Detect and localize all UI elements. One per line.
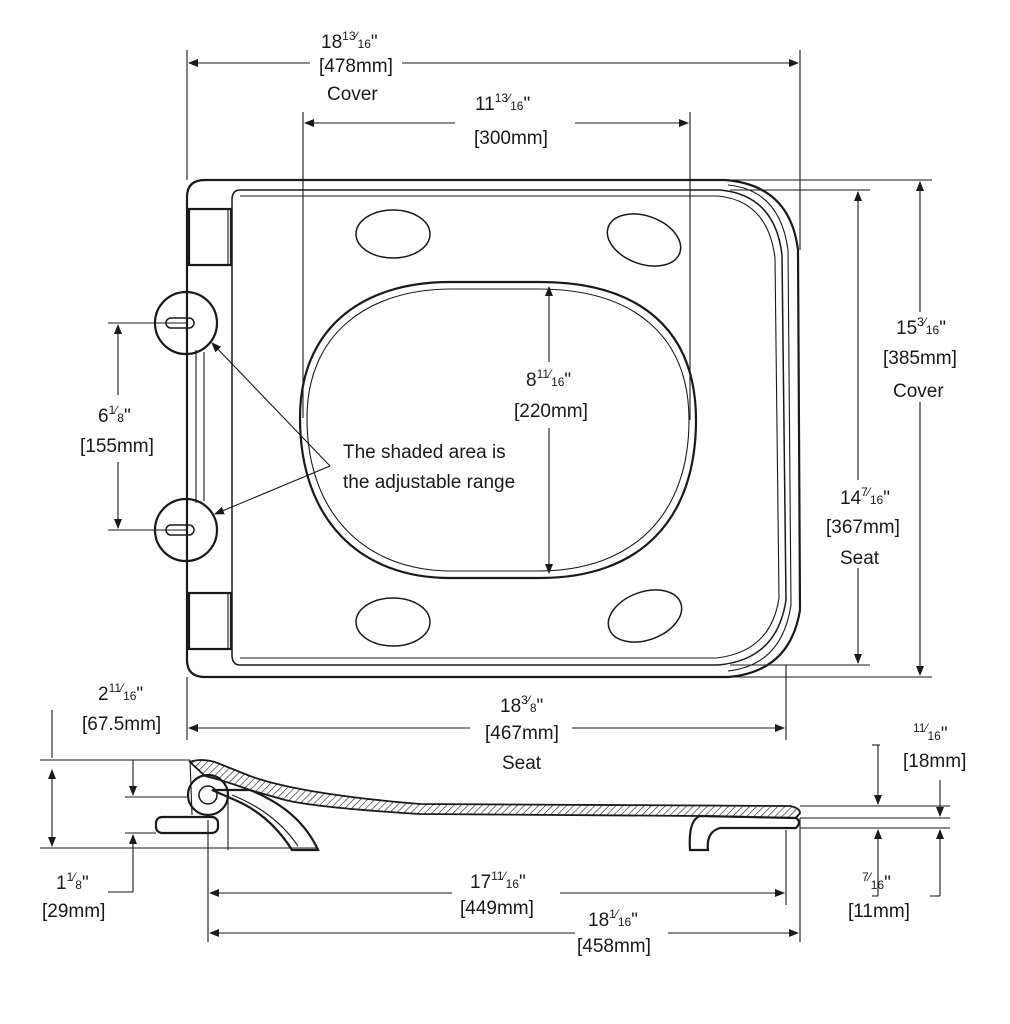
dim-hinge-range: 61⁄8" [155mm] xyxy=(80,403,154,457)
side-hinge-base xyxy=(154,815,220,835)
svg-text:[220mm]: [220mm] xyxy=(514,401,588,422)
svg-text:Cover: Cover xyxy=(327,84,378,105)
svg-text:[449mm]: [449mm] xyxy=(460,898,534,919)
svg-text:11⁄16": 11⁄16" xyxy=(913,721,948,745)
dim-hinge-height: 11⁄8" [29mm] xyxy=(42,870,105,922)
bumper-bottom-right xyxy=(607,589,683,643)
svg-text:[11mm]: [11mm] xyxy=(848,901,910,922)
svg-text:1113⁄16": 1113⁄16" xyxy=(475,91,530,115)
svg-text:1813⁄16": 1813⁄16" xyxy=(321,29,378,53)
svg-text:The shaded area is: The shaded area is xyxy=(343,442,506,463)
dim-cover-thickness: 11⁄16" [18mm] xyxy=(903,721,966,772)
dim-cover-length: 153⁄16" [385mm] Cover xyxy=(883,315,957,402)
adjustable-range-note: The shaded area is the adjustable range xyxy=(343,442,515,493)
svg-text:[67.5mm]: [67.5mm] xyxy=(82,714,161,735)
svg-text:211⁄16": 211⁄16" xyxy=(98,681,143,705)
dim-seat-length: 147⁄16" [367mm] Seat xyxy=(826,485,900,569)
seat-front-profile xyxy=(688,814,801,852)
bumper-top-left xyxy=(355,209,431,259)
svg-text:[300mm]: [300mm] xyxy=(474,128,548,149)
dim-seat-thickness: 7⁄16" [11mm] xyxy=(848,870,910,922)
svg-text:Seat: Seat xyxy=(840,548,880,569)
svg-text:61⁄8": 61⁄8" xyxy=(98,403,131,427)
svg-text:[367mm]: [367mm] xyxy=(826,517,900,538)
dim-seat-width: 183⁄8" [467mm] Seat xyxy=(485,693,559,774)
svg-text:181⁄16": 181⁄16" xyxy=(588,907,638,931)
cover-profile xyxy=(188,759,801,819)
svg-text:the adjustable range: the adjustable range xyxy=(343,472,515,493)
svg-text:[385mm]: [385mm] xyxy=(883,348,957,369)
bumper-bottom-left xyxy=(355,597,431,647)
hinge-block-bottom xyxy=(187,591,233,651)
dim-side-depth-inner: 1711⁄16" [449mm] xyxy=(460,869,534,919)
svg-text:1711⁄16": 1711⁄16" xyxy=(470,869,526,893)
svg-text:Seat: Seat xyxy=(502,753,542,774)
dim-opening-depth: 811⁄16" [220mm] xyxy=(514,367,588,422)
top-view xyxy=(108,50,932,740)
svg-text:183⁄8": 183⁄8" xyxy=(500,693,543,717)
bumper-top-right xyxy=(606,213,682,267)
svg-text:147⁄16": 147⁄16" xyxy=(840,485,890,509)
svg-text:811⁄16": 811⁄16" xyxy=(526,367,571,391)
svg-text:[467mm]: [467mm] xyxy=(485,723,559,744)
svg-text:153⁄16": 153⁄16" xyxy=(896,315,946,339)
seat-outline xyxy=(231,189,787,666)
dim-bolt-spacing: 1113⁄16" [300mm] xyxy=(474,91,548,149)
svg-text:[18mm]: [18mm] xyxy=(903,751,966,772)
seat-opening xyxy=(298,280,698,580)
side-view xyxy=(40,710,950,942)
dim-cover-width: 1813⁄16" [478mm] Cover xyxy=(319,29,393,105)
svg-text:[155mm]: [155mm] xyxy=(80,436,154,457)
side-hinge-inner xyxy=(198,785,218,805)
svg-text:[29mm]: [29mm] xyxy=(42,901,105,922)
svg-text:Cover: Cover xyxy=(893,381,944,402)
cover-outline xyxy=(185,178,802,679)
dim-side-depth-outer: 181⁄16" [458mm] xyxy=(577,907,651,957)
svg-text:11⁄8": 11⁄8" xyxy=(56,870,89,894)
hinge-block-top xyxy=(187,207,233,267)
svg-text:[478mm]: [478mm] xyxy=(319,56,393,77)
svg-text:7⁄16": 7⁄16" xyxy=(862,870,891,894)
dim-overall-height: 211⁄16" [67.5mm] xyxy=(82,681,161,735)
svg-text:[458mm]: [458mm] xyxy=(577,936,651,957)
seat-profile xyxy=(211,788,320,852)
